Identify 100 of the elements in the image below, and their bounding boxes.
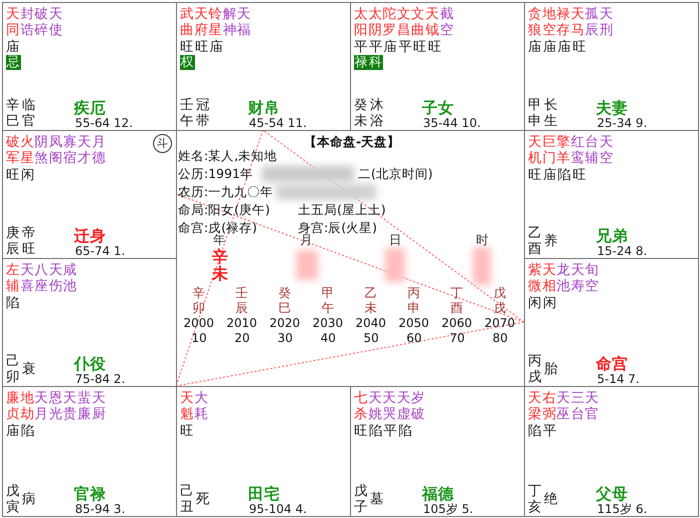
- age-range: 115岁 6.: [597, 502, 648, 516]
- stem-branch: 己丑: [180, 483, 194, 515]
- star-name: 天府: [194, 6, 208, 38]
- palace-name: 子女: [422, 99, 454, 117]
- star-name: 天贵: [63, 390, 78, 422]
- star-name: 天空: [600, 134, 614, 166]
- dashed-connector-line: [176, 194, 524, 322]
- life-stage: 长生: [544, 97, 558, 129]
- palace-cell: [176, 2, 351, 131]
- pillar-label: 日: [389, 232, 402, 247]
- star-name: 左辅: [6, 262, 20, 294]
- brightness-text: 闲闲: [528, 295, 558, 311]
- decade-age: 30: [278, 331, 293, 345]
- decade-age: 20: [234, 331, 250, 345]
- brightness-text: 庙庙庙旺: [528, 39, 588, 55]
- palace-name: 疾厄: [74, 99, 106, 117]
- star-name: 天才: [78, 134, 92, 166]
- decade-stem-branch: 癸巳: [278, 285, 292, 315]
- age-range: 75-84 2.: [75, 372, 126, 386]
- stem-branch: 丁亥: [528, 483, 542, 515]
- star-name: 天寿: [570, 262, 585, 294]
- star-name: 孤辰: [585, 6, 600, 38]
- dashed-connector-line: [176, 130, 264, 386]
- year-pillar: 辛未: [212, 248, 229, 282]
- star-name: 天哭: [382, 390, 397, 422]
- info-text: 姓名:某人,未知地: [178, 148, 278, 163]
- palace-cell: [524, 130, 699, 259]
- life-stage: 养: [544, 233, 558, 249]
- stem-branch: 辛巳: [6, 97, 20, 129]
- decade-age: 70: [450, 331, 465, 345]
- life-stage: 临官: [22, 97, 36, 129]
- age-range: 105岁 5.: [423, 502, 474, 516]
- star-name: 天相: [542, 262, 556, 294]
- star-name: 紫微: [528, 262, 542, 294]
- life-stage: 胎: [544, 361, 558, 377]
- info-text: 身宫:辰(火星): [298, 220, 377, 235]
- brightness-text: 旺: [180, 423, 195, 439]
- star-name: 廉贞: [6, 390, 20, 422]
- decade-year: 2040: [356, 316, 386, 330]
- dashed-connector-line: [176, 322, 524, 386]
- palace-cell: [2, 130, 177, 259]
- brightness-text: 陷: [6, 295, 21, 311]
- star-name: 天官: [585, 390, 600, 422]
- life-stage: 冠带: [196, 97, 210, 129]
- star-name: 凤阁: [48, 134, 63, 166]
- star-name: 武曲: [180, 6, 194, 38]
- palace-cell: [2, 258, 177, 387]
- decade-age: 40: [320, 331, 336, 345]
- star-name: 龙池: [556, 262, 571, 294]
- decade-year: 2020: [270, 316, 300, 330]
- star-name: 文曲: [411, 6, 426, 38]
- age-range: 45-54 11.: [249, 116, 307, 130]
- star-name: 红鸾: [570, 134, 585, 166]
- decade-year: 2070: [484, 316, 516, 330]
- decade-age: 80: [492, 331, 508, 345]
- brightness-text: 旺陷平陷: [354, 423, 414, 439]
- chart-title: 【本命盘-天盘】: [304, 134, 400, 149]
- star-name: 天机: [528, 134, 542, 166]
- star-name: 截空: [440, 6, 454, 38]
- star-name: 破军: [6, 134, 20, 166]
- age-range: 95-104 4.: [249, 502, 307, 516]
- brightness-text: 庙陷: [6, 423, 36, 439]
- decade-stem-branch: 丙申: [408, 285, 420, 315]
- palace-cell: [2, 2, 177, 131]
- info-text: 土五局(屋上土): [298, 202, 386, 217]
- star-name: 巨门: [542, 134, 556, 166]
- info-text: 命宫:戌(禄存): [178, 220, 257, 235]
- decade-stem-branch: 壬辰: [236, 285, 248, 315]
- age-range: 25-34 9.: [597, 116, 648, 130]
- transformation-tag: 权: [180, 55, 195, 70]
- palace-cell: [350, 2, 525, 131]
- dashed-connector-line: [262, 130, 524, 322]
- palace-cell: [524, 258, 699, 387]
- info-text: 命局:阳女(庚午): [178, 202, 270, 217]
- star-name: 铃星: [208, 6, 223, 38]
- palace-name: 财帛: [248, 99, 280, 117]
- life-stage: 墓: [370, 491, 384, 507]
- info-text: 农历:一九九〇年: [178, 184, 274, 199]
- decade-year: 2060: [442, 316, 472, 330]
- star-name: 地空: [542, 6, 556, 38]
- life-stage: 死: [196, 491, 210, 507]
- star-name: 天马: [570, 6, 585, 38]
- decade-stem-branch: 乙未: [364, 285, 378, 315]
- decade-year: 2010: [226, 316, 258, 330]
- star-name: 封诰: [20, 6, 34, 38]
- star-name: 禄存: [556, 6, 571, 38]
- star-name: 三台: [570, 390, 585, 422]
- pillar-label: 月: [300, 232, 313, 247]
- star-name: 贪狼: [528, 6, 542, 38]
- decade-stem-branch: 甲午: [322, 285, 334, 315]
- palace-cell: [350, 386, 525, 517]
- brightness-text: 旺闲: [6, 167, 36, 183]
- pillar-label: 时: [476, 232, 489, 247]
- decade-age: 10: [192, 331, 207, 345]
- star-name: 天刑: [600, 6, 614, 38]
- age-range: 85-94 3.: [75, 502, 126, 516]
- stem-branch: 戊寅: [6, 483, 20, 515]
- palace-name: 官禄: [74, 485, 106, 503]
- palace-name: 仆役: [74, 355, 106, 373]
- stem-branch: 癸未: [354, 97, 368, 129]
